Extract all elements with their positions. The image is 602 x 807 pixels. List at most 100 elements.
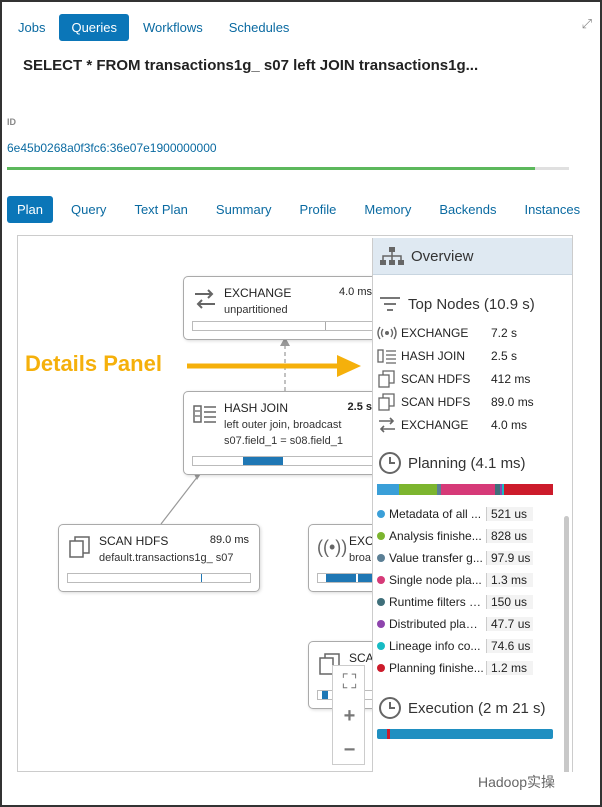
planning-row[interactable]: Runtime filters c...150 us <box>373 591 572 613</box>
planning-value: 97.9 us <box>487 551 533 565</box>
node-name: SCA <box>349 651 374 665</box>
nav-jobs[interactable]: Jobs <box>18 19 46 35</box>
planning-row[interactable]: Value transfer g...97.9 us <box>373 547 572 569</box>
node-detail: s07.field_1 = s08.field_1 <box>224 435 343 447</box>
legend-dot <box>377 642 385 650</box>
node-detail: left outer join, broadcast <box>224 419 342 431</box>
expand-icon[interactable]: ⤢ <box>581 16 592 31</box>
execution-title: Execution (2 m 21 s) <box>408 699 546 717</box>
planning-segment[interactable] <box>440 484 495 495</box>
tab-memory[interactable]: Memory <box>364 201 412 217</box>
node-name: EXC <box>349 534 374 548</box>
fit-to-screen-icon[interactable]: ⛶ <box>342 671 357 693</box>
planning-value: 1.3 ms <box>487 573 533 587</box>
legend-dot <box>377 510 385 518</box>
node-detail: unpartitioned <box>224 304 288 316</box>
clock-icon <box>379 452 401 474</box>
planning-value: 47.7 us <box>487 617 533 631</box>
exchange-icon <box>377 416 397 434</box>
planning-label: Single node pla... <box>389 573 487 587</box>
planning-row[interactable]: Metadata of all ...521 us <box>373 503 572 525</box>
node-time: 89.0 ms <box>209 534 249 546</box>
planning-value: 828 us <box>487 529 533 543</box>
planning-label: Analysis finishe... <box>389 529 487 543</box>
planning-label: Value transfer g... <box>389 551 487 565</box>
id-label: ID <box>7 117 16 127</box>
node-detail: default.transactions1g_ s07 <box>99 552 234 564</box>
planning-segment[interactable] <box>436 484 441 495</box>
node-detail: broa <box>349 552 372 564</box>
planning-label: Lineage info co... <box>389 639 487 653</box>
query-id[interactable]: 6e45b0268a0f3fc6:36e07e1900000000 <box>7 141 217 155</box>
scan-icon <box>377 369 397 388</box>
plan-node-scan-hdfs[interactable]: SCAN HDFS 89.0 ms default.transactions1g… <box>58 524 260 592</box>
planning-segment[interactable] <box>504 484 553 495</box>
legend-dot <box>377 576 385 584</box>
query-title: SELECT * FROM transactions1g_ s07 left J… <box>23 57 479 74</box>
planning-segment[interactable] <box>500 484 503 495</box>
tab-plan[interactable]: Plan <box>7 195 54 223</box>
planning-row[interactable]: Distributed plan ...47.7 us <box>373 613 572 635</box>
tab-summary[interactable]: Summary <box>215 201 272 217</box>
scan-icon <box>69 536 90 558</box>
tab-text-plan[interactable]: Text Plan <box>134 201 188 217</box>
legend-dot <box>377 664 385 672</box>
legend-dot <box>377 598 385 606</box>
node-name: EXCHANGE <box>224 286 292 300</box>
plan-node-exchange[interactable]: EXCHANGE 4.0 ms unpartitioned <box>183 276 383 340</box>
node-time-bar <box>192 321 374 331</box>
planning-row[interactable]: Analysis finishe...828 us <box>373 525 572 547</box>
node-name: HASH JOIN <box>224 401 289 415</box>
tab-backends[interactable]: Backends <box>439 201 497 217</box>
hash-join-icon <box>193 405 216 423</box>
top-node-time: 89.0 ms <box>491 394 534 409</box>
top-node-row[interactable]: SCAN HDFS 89.0 ms <box>373 390 572 413</box>
top-node-name: SCAN HDFS <box>401 394 471 409</box>
zoom-out-icon[interactable]: − <box>343 739 356 761</box>
planning-label: Planning finishe... <box>389 661 487 675</box>
nav-schedules[interactable]: Schedules <box>228 19 290 35</box>
planning-label: Distributed plan ... <box>389 617 487 631</box>
zoom-in-icon[interactable]: + <box>343 705 356 727</box>
execution-timeline-bar <box>377 729 553 739</box>
plan-node-hash-join[interactable]: HASH JOIN 2.5 s left outer join, broadca… <box>183 391 383 475</box>
planning-segment[interactable] <box>398 484 437 495</box>
planning-title: Planning (4.1 ms) <box>408 454 526 472</box>
overview-header[interactable]: Overview <box>373 238 572 275</box>
query-progress-bar <box>7 167 569 170</box>
planning-segment[interactable] <box>494 484 501 495</box>
legend-dot <box>377 554 385 562</box>
details-panel-annotation: Details Panel <box>25 351 162 376</box>
nav-workflows[interactable]: Workflows <box>143 19 203 35</box>
detail-tabs: Plan Query Text Plan Summary Profile Memory Ba… <box>7 194 598 224</box>
panel-scrollbar[interactable] <box>564 516 569 772</box>
planning-header: Planning (4.1 ms) <box>373 446 572 480</box>
top-node-time: 2.5 s <box>491 348 518 363</box>
sitemap-icon <box>380 247 404 265</box>
tab-instances[interactable]: Instances <box>524 201 581 217</box>
watermark: Hadoop实操 <box>478 774 556 790</box>
planning-segment[interactable] <box>502 484 504 495</box>
node-time-bar <box>67 573 251 583</box>
legend-dot <box>377 532 385 540</box>
tab-profile[interactable]: Profile <box>299 201 337 217</box>
planning-row[interactable]: Planning finishe...1.2 ms <box>373 657 572 679</box>
planning-row[interactable]: Lineage info co...74.6 us <box>373 635 572 657</box>
nav-queries[interactable]: Queries <box>59 13 129 41</box>
node-name: SCAN HDFS <box>99 534 169 548</box>
planning-value: 150 us <box>487 595 533 609</box>
planning-value: 521 us <box>487 507 533 521</box>
planning-value: 74.6 us <box>487 639 533 653</box>
tab-query[interactable]: Query <box>71 201 107 217</box>
planning-row[interactable]: Single node pla...1.3 ms <box>373 569 572 591</box>
planning-segment[interactable] <box>377 484 399 495</box>
node-time-bar <box>192 456 374 466</box>
planning-timeline-bar <box>377 484 553 495</box>
